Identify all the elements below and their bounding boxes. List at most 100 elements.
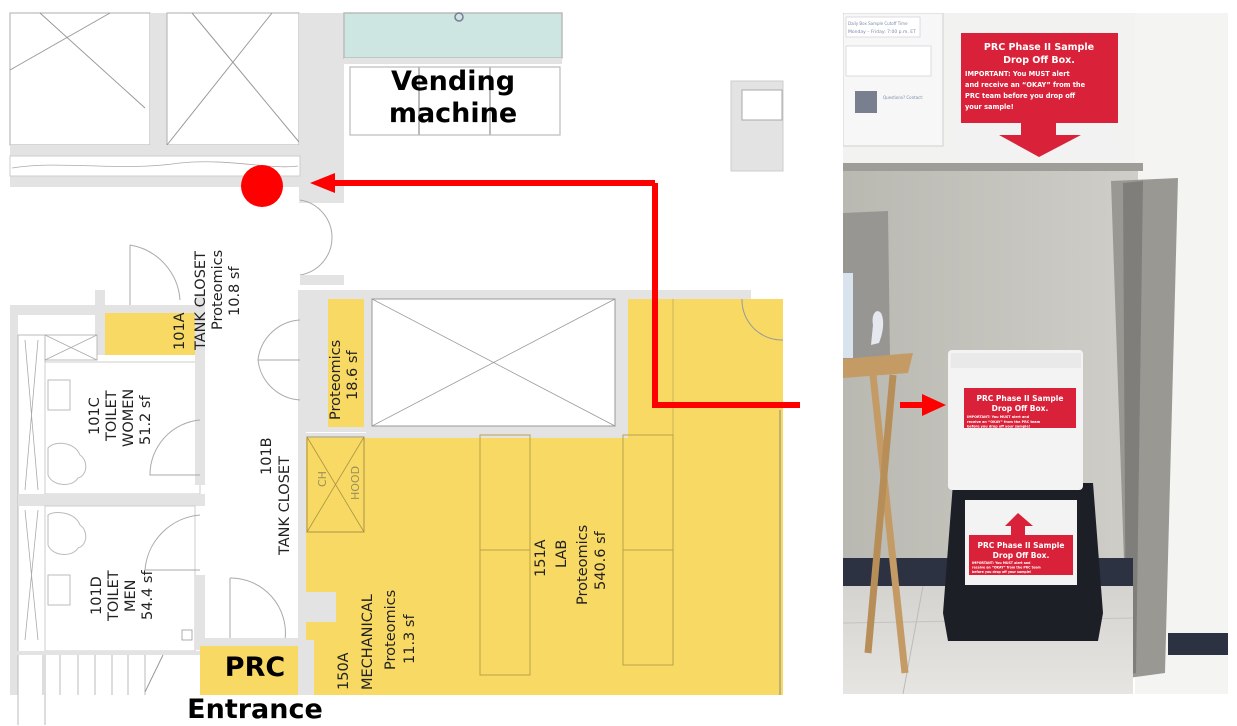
- room-label-101d-area: 54.4 sf: [140, 570, 156, 620]
- wall: [306, 592, 336, 622]
- box-sign-body3: before you drop off your sample!: [967, 425, 1031, 429]
- room-label-150a-dept: Proteomics: [383, 590, 399, 670]
- side-table: [843, 211, 913, 674]
- vending-label-line1: Vending: [390, 66, 516, 97]
- door-swing-101a: [129, 244, 181, 301]
- room-proteomics-18: [328, 299, 364, 427]
- door-swing-101c: [149, 419, 201, 476]
- prc-entrance-area: [200, 645, 300, 695]
- room-label-101c: 101C: [87, 397, 103, 435]
- room-label-proteomics: Proteomics: [328, 340, 344, 420]
- hood-label: HOOD: [349, 466, 362, 500]
- door-swing: [257, 359, 301, 401]
- door-swing-101d: [144, 514, 201, 571]
- double-door: [299, 190, 344, 285]
- room-label-proteomics-area: 18.6 sf: [345, 350, 361, 400]
- room-label-101a-dept: Proteomics: [210, 250, 226, 330]
- qr-code-icon: [855, 91, 877, 113]
- corridor-wall: [298, 290, 306, 695]
- wall: [10, 305, 18, 695]
- wall: [344, 58, 562, 64]
- room-label-101c-name: TOILET: [104, 390, 120, 442]
- shaft-line: [371, 298, 616, 427]
- lab-bench: [479, 434, 531, 676]
- chase-line: [24, 339, 39, 491]
- wall-sign-body4: your sample!: [965, 103, 1014, 111]
- room-label-151a-name: LAB: [554, 540, 570, 568]
- wall-sign-body2: and receive an “OKAY” from the: [965, 81, 1086, 89]
- box-sign-top: [964, 388, 1076, 428]
- box-sign-title2: Drop Off Box.: [992, 404, 1049, 413]
- stand-sign-body3: before you drop off your sample!: [972, 570, 1031, 574]
- fixture-right: [730, 80, 784, 172]
- room-label-150a-area: 11.3 sf: [402, 614, 418, 664]
- box-sign-title1: PRC Phase II Sample: [977, 394, 1064, 403]
- poster-line2: Monday – Friday: 7:00 p.m. ET: [848, 29, 916, 35]
- wall: [18, 494, 205, 506]
- room-label-101c-gender: WOMEN: [121, 389, 137, 447]
- recess-lip: [843, 163, 1143, 171]
- room-label-101a: 101A: [172, 312, 188, 350]
- door-swing: [257, 319, 301, 361]
- room-label-101a-area: 10.8 sf: [227, 266, 243, 316]
- wall: [195, 296, 205, 356]
- drop-off-box-photo: Daily Box Sample Cutoff Time Monday – Fr…: [843, 13, 1228, 694]
- room-label-151a: 151A: [533, 539, 549, 577]
- room-label-151a-dept: Proteomics: [575, 525, 591, 605]
- stairs: [17, 654, 164, 695]
- shaft-middle: [166, 12, 300, 146]
- vending-area-top: [343, 12, 563, 59]
- prc-label: PRC: [224, 652, 286, 683]
- wall-sign-title1: PRC Phase II Sample: [984, 42, 1094, 53]
- room-label-101b: 101B: [259, 437, 275, 475]
- wall: [150, 13, 167, 148]
- vending-machine-label: Vending machine: [373, 66, 533, 130]
- stand-sign-body1: IMPORTANT: You MUST alert and: [972, 561, 1031, 565]
- stand-sign-body2: receive an “OKAY” from the PRC team: [972, 566, 1041, 570]
- vending-machine: [349, 66, 561, 136]
- toilet-icon: [47, 442, 87, 485]
- wall: [306, 290, 751, 300]
- tile-line: [902, 585, 924, 694]
- room-label-151a-area: 540.6 sf: [593, 530, 609, 590]
- vending-label-line2: machine: [388, 98, 518, 129]
- room-label-101d: 101D: [89, 576, 105, 615]
- wall-sign-body1: IMPORTANT: You MUST alert: [965, 70, 1070, 78]
- poster-line1: Daily Box Sample Cutoff Time: [848, 21, 908, 26]
- drop-off-box: PRC Phase II Sample Drop Off Box. IMPORT…: [943, 350, 1103, 641]
- wall-sign-title2: Drop Off Box.: [1003, 55, 1075, 66]
- wall: [306, 433, 628, 438]
- sink-icon: [47, 379, 71, 411]
- room-label-150a-name: MECHANICAL: [360, 594, 376, 690]
- room-label-101a-name: TANK CLOSET: [193, 251, 209, 351]
- wall: [200, 638, 300, 646]
- chase-line: [24, 509, 39, 641]
- hood-line: [306, 436, 365, 533]
- wall: [95, 290, 105, 315]
- arrowhead-right-icon: [900, 394, 946, 416]
- chase: [17, 334, 46, 725]
- room-label-101d-name: TOILET: [106, 570, 122, 622]
- location-marker: [241, 165, 283, 207]
- room-label-150a: 150A: [336, 652, 352, 690]
- room-label-101c-area: 51.2 sf: [138, 395, 154, 445]
- box-sign-body2: receive an “OKAY” from the PRC team: [967, 420, 1041, 424]
- stand-sign-title2: Drop Off Box.: [993, 551, 1050, 560]
- entrance-label: Entrance: [187, 694, 323, 725]
- door-swing-151a: [741, 298, 784, 341]
- room-label-101b-name: TANK CLOSET: [277, 456, 293, 556]
- wall-sign: PRC Phase II Sample Drop Off Box. IMPORT…: [956, 29, 1118, 157]
- wall-sign-body3: PRC team before you drop off: [965, 92, 1076, 100]
- box-sign-bottom: [969, 535, 1073, 575]
- baseboard-right: [1168, 633, 1228, 655]
- floor-plan: 101A TANK CLOSET Proteomics 10.8 sf Prot…: [9, 12, 800, 725]
- room-151a-fill: [306, 299, 783, 695]
- info-poster: Daily Box Sample Cutoff Time Monday – Fr…: [843, 13, 944, 147]
- corner-guard-edge: [1123, 181, 1143, 675]
- down-arrow-icon: [999, 123, 1081, 157]
- route-line: [652, 183, 800, 408]
- room-101a-fill: [105, 313, 195, 355]
- arrowhead-left-icon: [310, 173, 335, 193]
- entrance-door-swing: [229, 577, 286, 641]
- wall: [306, 640, 314, 695]
